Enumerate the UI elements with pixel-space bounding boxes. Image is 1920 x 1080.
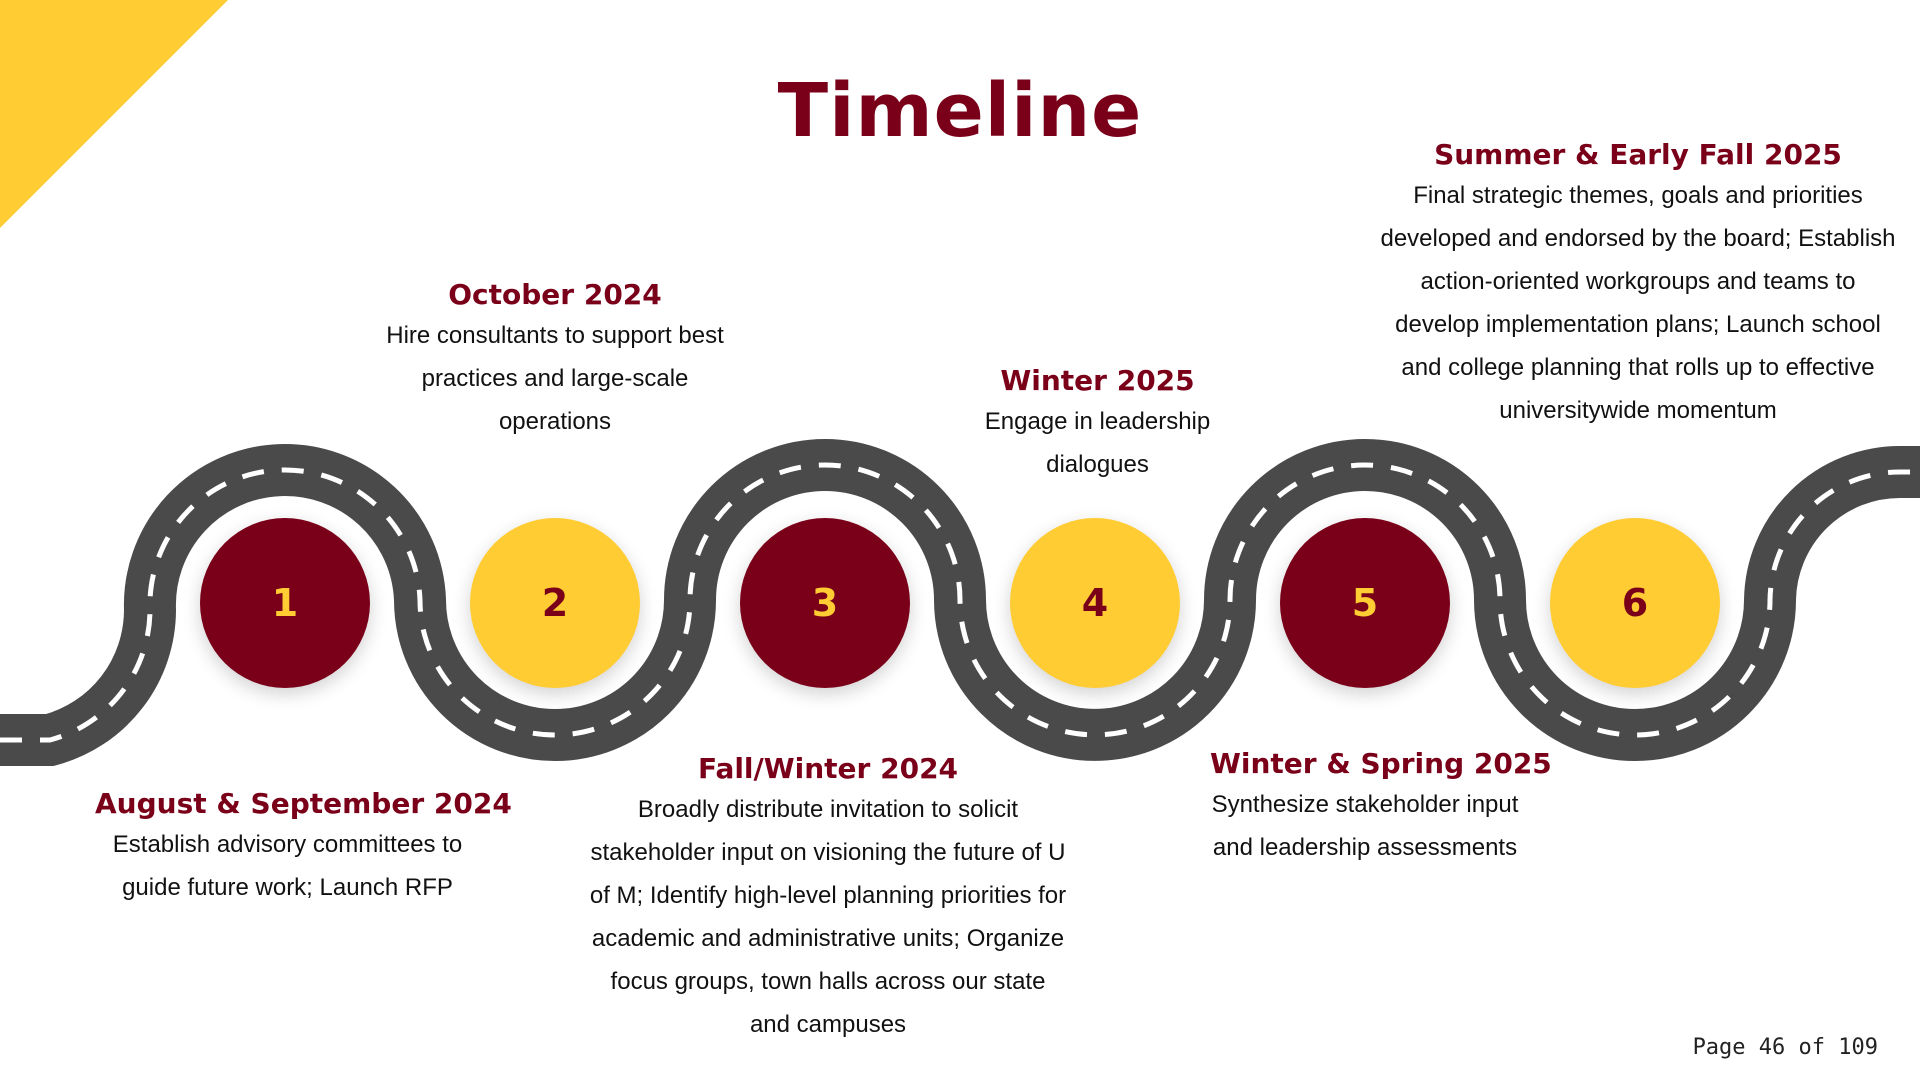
milestone-6-period: Summer & Early Fall 2025: [1434, 138, 1842, 171]
milestone-2: October 2024 Hire consultants to support…: [385, 276, 725, 443]
step-3-circle: 3: [740, 518, 910, 688]
milestone-2-period: October 2024: [448, 278, 662, 311]
step-4-circle: 4: [1010, 518, 1180, 688]
milestone-6-description: Final strategic themes, goals and priori…: [1380, 182, 1896, 424]
milestone-5-description: Synthesize stakeholder input and leaders…: [1211, 791, 1519, 861]
step-6-number: 6: [1621, 581, 1649, 625]
milestone-3-description: Broadly distribute invitation to solicit…: [589, 796, 1067, 1038]
milestone-4: Winter 2025 Engage in leadership dialogu…: [965, 362, 1230, 486]
milestone-3-period: Fall/Winter 2024: [697, 752, 959, 785]
milestone-1: August & September 2024 Establish adviso…: [95, 785, 512, 909]
step-6-circle: 6: [1550, 518, 1720, 688]
step-1-circle: 1: [200, 518, 370, 688]
milestone-2-description: Hire consultants to support best practic…: [386, 322, 724, 435]
step-4-number: 4: [1081, 581, 1109, 625]
milestone-4-period: Winter 2025: [1000, 364, 1195, 397]
step-5-circle: 5: [1280, 518, 1450, 688]
milestone-4-description: Engage in leadership dialogues: [984, 408, 1211, 478]
step-1-number: 1: [271, 581, 299, 625]
milestone-1-description: Establish advisory committees to guide f…: [112, 831, 463, 901]
milestone-3: Fall/Winter 2024 Broadly distribute invi…: [588, 750, 1068, 1046]
milestone-5-period: Winter & Spring 2025: [1210, 747, 1552, 780]
page-number: Page 46 of 109: [1692, 1035, 1878, 1060]
step-2-circle: 2: [470, 518, 640, 688]
milestone-1-period: August & September 2024: [95, 787, 512, 820]
page-title: Timeline: [777, 68, 1143, 154]
corner-triangle-decoration: [0, 0, 228, 228]
milestone-5: Winter & Spring 2025 Synthesize stakehol…: [1210, 745, 1552, 869]
milestone-6: Summer & Early Fall 2025 Final strategic…: [1378, 136, 1898, 432]
step-3-number: 3: [811, 581, 839, 625]
step-2-number: 2: [541, 581, 569, 625]
step-5-number: 5: [1351, 581, 1379, 625]
